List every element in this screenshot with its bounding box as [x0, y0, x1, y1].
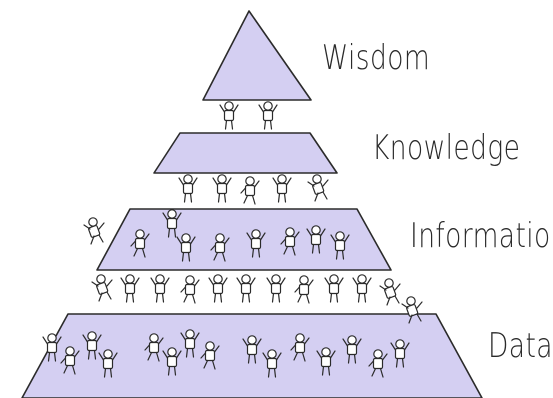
figures-supporting-knowledge [178, 174, 329, 205]
tier-data [21, 313, 483, 398]
figures-supporting-wisdom [219, 101, 278, 130]
label-information: Information [410, 216, 553, 256]
tier-knowledge [153, 132, 338, 174]
tier-wisdom [202, 10, 312, 101]
label-knowledge: Knowledge [372, 128, 521, 168]
label-wisdom: Wisdom [322, 38, 431, 78]
label-data: Data [488, 326, 553, 366]
